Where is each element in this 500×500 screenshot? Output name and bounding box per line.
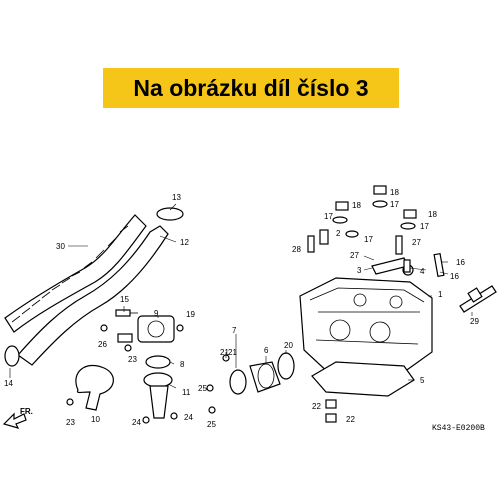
bolt-25b[interactable] [208, 406, 216, 414]
radiator-hose[interactable] [17, 225, 169, 366]
dowel-pin[interactable] [403, 259, 411, 273]
cap-nut-18a[interactable] [335, 201, 349, 211]
banner-text: Na obrázku díl číslo 3 [133, 74, 369, 101]
callout-24a: 24 [132, 418, 141, 427]
callout-27b: 27 [412, 238, 421, 247]
dowel-22a[interactable] [325, 399, 337, 409]
leader-lines [9, 203, 473, 389]
callout-22b: 22 [346, 415, 355, 424]
front-direction-arrow: FR. [2, 407, 33, 429]
callout-7: 7 [232, 326, 237, 335]
bolt-24b[interactable] [170, 412, 178, 420]
temperature-sensor[interactable] [115, 309, 138, 317]
carburetor-insulator[interactable] [229, 352, 295, 395]
hose-clamp[interactable] [156, 207, 184, 221]
thermostat[interactable] [145, 355, 171, 369]
callout-15: 15 [120, 295, 129, 304]
cap-nut-18c[interactable] [403, 209, 417, 219]
callout-23a: 23 [128, 355, 137, 364]
thermostat-housing[interactable] [117, 315, 175, 343]
bolt-27[interactable] [395, 235, 403, 255]
bolt-2[interactable] [319, 229, 329, 245]
callout-24b: 24 [184, 413, 193, 422]
bolt-25a[interactable] [206, 384, 214, 392]
callout-23b: 23 [66, 418, 75, 427]
bypass-hose[interactable] [75, 364, 114, 411]
callout-20: 20 [284, 341, 293, 350]
cylinder-head[interactable] [299, 277, 433, 377]
callout-16b: 16 [450, 272, 459, 281]
svg-text:FR.: FR. [20, 407, 33, 416]
callout-30: 30 [56, 242, 65, 251]
head-gasket[interactable] [311, 361, 415, 397]
callout-4: 4 [420, 267, 425, 276]
stud-bolt[interactable] [433, 252, 445, 278]
callout-18c: 18 [428, 210, 437, 219]
callout-labels: 1 2 3 4 5 6 7 8 9 10 11 12 13 14 15 16 1… [4, 188, 479, 429]
callout-29: 29 [470, 317, 479, 326]
callout-12: 12 [180, 238, 189, 247]
callout-16a: 16 [456, 258, 465, 267]
callout-8: 8 [180, 360, 185, 369]
callout-18b: 18 [390, 188, 399, 197]
bolt-24a[interactable] [142, 416, 150, 424]
washer-17b[interactable] [372, 200, 388, 208]
callout-13: 13 [172, 193, 181, 202]
callout-10: 10 [91, 415, 100, 424]
washer-17c[interactable] [400, 222, 416, 230]
callout-17c: 17 [420, 222, 429, 231]
callout-17d: 17 [364, 235, 373, 244]
callout-17b: 17 [390, 200, 399, 209]
callout-3: 3 [357, 266, 362, 275]
hose-clamp-lower[interactable] [4, 345, 20, 367]
washer-17d[interactable] [345, 230, 359, 238]
callout-11: 11 [182, 388, 191, 397]
callout-18a: 18 [352, 201, 361, 210]
callout-6: 6 [264, 346, 269, 355]
callout-27a: 27 [350, 251, 359, 260]
callout-28: 28 [292, 245, 301, 254]
bolt-28[interactable] [307, 235, 315, 253]
cap-nut-18b[interactable] [373, 185, 387, 195]
callout-2: 2 [336, 229, 341, 238]
callout-25a: 25 [198, 384, 207, 393]
corrugated-hose[interactable] [4, 214, 147, 333]
callout-17a: 17 [324, 212, 333, 221]
spark-plug[interactable] [459, 285, 497, 313]
washer-17a[interactable] [332, 216, 348, 224]
callout-14: 14 [4, 379, 13, 388]
clip-23[interactable] [66, 398, 74, 406]
callout-5: 5 [420, 376, 425, 385]
diagram-code: KS43-E0200B [432, 424, 485, 433]
callout-25b: 25 [207, 420, 216, 429]
callout-19: 19 [186, 310, 195, 319]
dowel-22b[interactable] [325, 413, 337, 423]
callout-21b: 21 [228, 348, 237, 357]
callout-1: 1 [438, 290, 443, 299]
thermostat-cover[interactable] [143, 372, 173, 419]
bolt-26[interactable] [100, 324, 108, 332]
bolt-23[interactable] [124, 344, 132, 352]
callout-26: 26 [98, 340, 107, 349]
bolt-19[interactable] [176, 324, 184, 332]
callout-21a: 21 [220, 348, 229, 357]
callout-22a: 22 [312, 402, 321, 411]
callout-9: 9 [154, 309, 159, 318]
title-banner: Na obrázku díl číslo 3 [103, 68, 399, 108]
